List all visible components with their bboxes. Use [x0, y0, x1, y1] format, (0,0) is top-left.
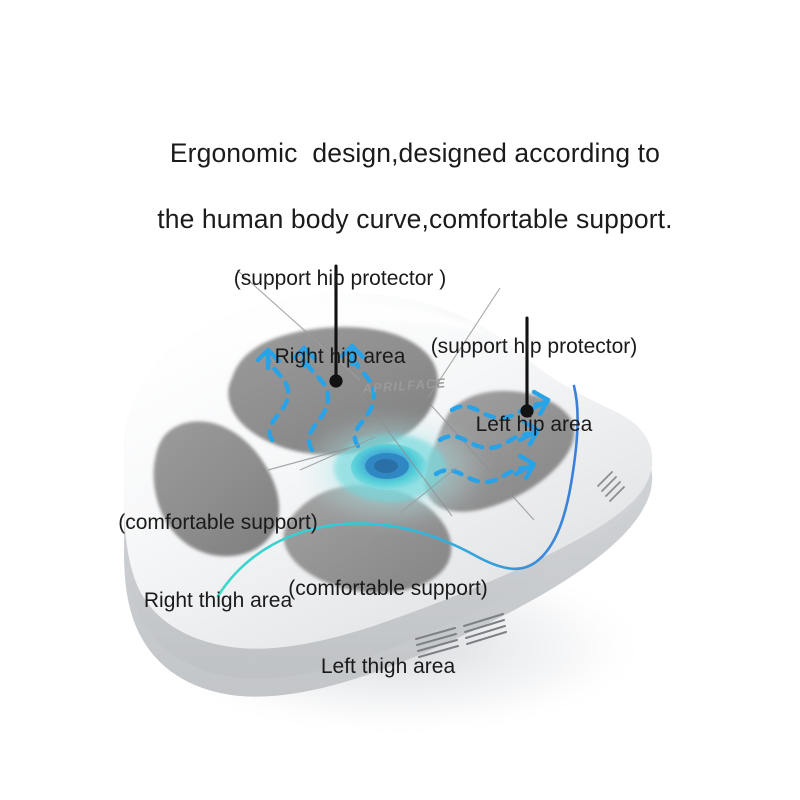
cushion-seam-lines [267, 339, 535, 521]
vent-slats-front [415, 613, 507, 658]
callout-left-thigh: (comfortable support) Left thigh area [258, 524, 518, 732]
contour-accent-line [216, 384, 579, 598]
callout-right-hip-line-1: (support hip protector ) [233, 267, 447, 290]
callout-right-thigh-line-1: (comfortable support) [118, 511, 318, 534]
callout-right-hip-line-2: Right hip area [274, 345, 406, 368]
airflow-arrowheads-right-hip [255, 343, 366, 371]
callout-left-thigh-line-2: Left thigh area [320, 655, 456, 678]
headline-line-2: the human body curve,comfortable support… [157, 204, 673, 234]
callout-left-hip-line-2: Left hip area [475, 413, 593, 436]
callout-left-hip: (support hip protector) Left hip area [404, 282, 664, 490]
cushion-highlight [180, 303, 492, 368]
leader-dot-right-hip [329, 374, 343, 388]
brand-mark: APRILFACE [361, 375, 446, 396]
airflow-arrowheads-left-hip [513, 389, 551, 481]
headline-line-1: Ergonomic design,designed according to [169, 138, 660, 168]
pad-right-thigh [153, 421, 280, 557]
airflow-arrows-right-hip [265, 351, 377, 453]
callout-right-thigh: (comfortable support) Right thigh area [93, 458, 343, 666]
guide-line-left-hip [427, 287, 501, 399]
leader-dot-left-hip [520, 404, 534, 418]
guide-line-right-thigh [299, 436, 376, 471]
callout-left-hip-line-1: (support hip protector) [430, 335, 638, 358]
page-title: Ergonomic design,designed according to t… [0, 104, 800, 269]
callout-left-thigh-line-1: (comfortable support) [288, 577, 488, 600]
callout-right-hip: (support hip protector ) Right hip area [205, 214, 475, 422]
vent-slats-side [597, 471, 625, 502]
guide-line-left-thigh [399, 466, 458, 514]
leader-lines [236, 264, 534, 514]
guide-line-right-hip [236, 269, 361, 381]
callout-right-thigh-line-2: Right thigh area [143, 589, 293, 612]
